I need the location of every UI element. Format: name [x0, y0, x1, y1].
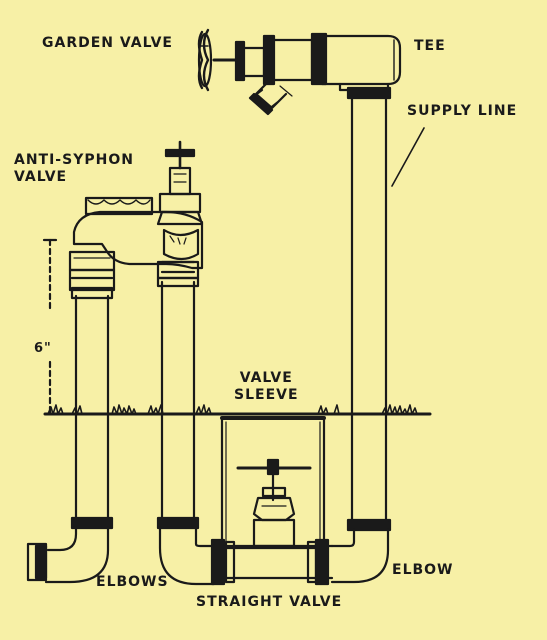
tee-label: TEE — [414, 38, 446, 54]
bottom-pipe — [210, 538, 334, 586]
valve-sleeve-label: VALVE SLEEVE — [234, 370, 299, 404]
straight-valve — [236, 458, 312, 548]
anti-syphon-label-line1: ANTI-SYPHON — [14, 152, 134, 168]
supply-line-pipe — [330, 86, 392, 584]
elbows-label: ELBOWS — [96, 574, 169, 590]
elbow-label: ELBOW — [392, 562, 454, 578]
straight-valve-label: STRAIGHT VALVE — [196, 594, 343, 610]
anti-syphon-valve — [68, 140, 204, 280]
height-marker-label: 6" — [34, 341, 52, 356]
anti-syphon-label: ANTI-SYPHON VALVE — [14, 152, 134, 186]
leader-lines — [199, 45, 425, 187]
anti-syphon-label-line2: VALVE — [14, 169, 68, 185]
supply-line-label: SUPPLY LINE — [407, 103, 518, 119]
height-dimension — [42, 238, 58, 414]
valve-sleeve-label-line2: SLEEVE — [234, 387, 299, 403]
left-riser — [26, 268, 116, 584]
tee-fitting — [310, 32, 402, 92]
middle-riser — [156, 260, 216, 586]
valve-sleeve-label-line1: VALVE — [239, 370, 293, 386]
garden-valve — [197, 28, 314, 116]
ground-line — [43, 404, 432, 416]
garden-valve-label: GARDEN VALVE — [42, 35, 173, 51]
valve-sleeve — [220, 416, 326, 550]
